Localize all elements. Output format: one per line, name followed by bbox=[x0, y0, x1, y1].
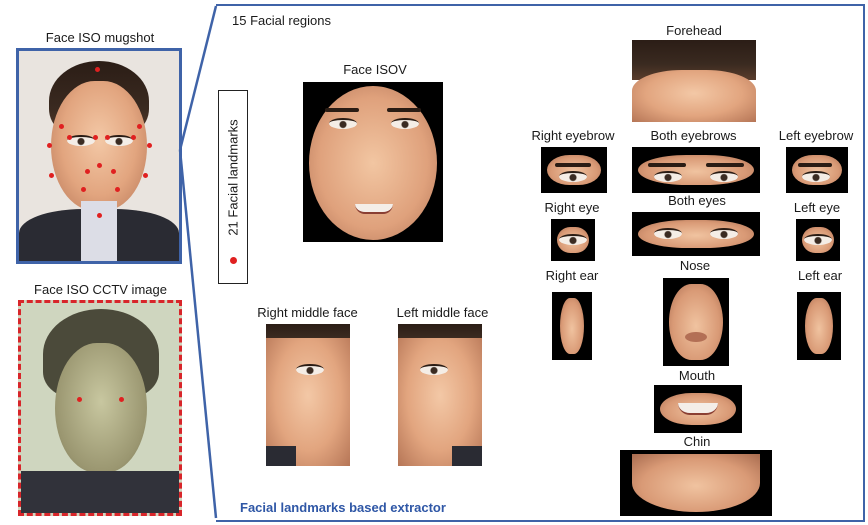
forehead-image bbox=[632, 40, 756, 122]
left-eyebrow-label: Left eyebrow bbox=[766, 128, 866, 143]
extractor-caption: Facial landmarks based extractor bbox=[240, 500, 446, 515]
chin-label: Chin bbox=[665, 434, 729, 449]
right-eyebrow-label: Right eyebrow bbox=[518, 128, 628, 143]
forehead-label: Forehead bbox=[632, 23, 756, 38]
both-eyes-image bbox=[632, 212, 760, 256]
landmark-dot-icon bbox=[230, 257, 237, 264]
right-eyebrow-image bbox=[541, 147, 607, 193]
mugshot-frame bbox=[16, 48, 182, 264]
cctv-frame bbox=[18, 300, 182, 516]
mugshot-title: Face ISO mugshot bbox=[20, 30, 180, 45]
left-ear-image bbox=[797, 292, 841, 360]
both-eyebrows-label: Both eyebrows bbox=[630, 128, 757, 143]
face-isov-label: Face ISOV bbox=[305, 62, 445, 77]
chin-image bbox=[620, 450, 772, 516]
both-eyes-label: Both eyes bbox=[652, 193, 742, 208]
right-eye-image bbox=[551, 219, 595, 261]
mouth-image bbox=[654, 385, 742, 433]
landmarks-label: 21 Facial landmarks bbox=[226, 118, 241, 238]
face-isov-image bbox=[303, 82, 443, 242]
cctv-title: Face ISO CCTV image bbox=[18, 282, 183, 297]
right-ear-image bbox=[552, 292, 592, 360]
left-eye-image bbox=[796, 219, 840, 261]
left-eye-label: Left eye bbox=[782, 200, 852, 215]
right-middle-face-label: Right middle face bbox=[240, 305, 375, 320]
right-eye-label: Right eye bbox=[535, 200, 609, 215]
left-middle-face-image bbox=[398, 324, 482, 466]
left-middle-face-label: Left middle face bbox=[380, 305, 505, 320]
right-middle-face-image bbox=[266, 324, 350, 466]
regions-title: 15 Facial regions bbox=[232, 13, 331, 28]
left-eyebrow-image bbox=[786, 147, 848, 193]
nose-image bbox=[663, 278, 729, 366]
mouth-label: Mouth bbox=[660, 368, 734, 383]
left-ear-label: Left ear bbox=[784, 268, 856, 283]
both-eyebrows-image bbox=[632, 147, 760, 193]
right-ear-label: Right ear bbox=[536, 268, 608, 283]
nose-label: Nose bbox=[660, 258, 730, 273]
